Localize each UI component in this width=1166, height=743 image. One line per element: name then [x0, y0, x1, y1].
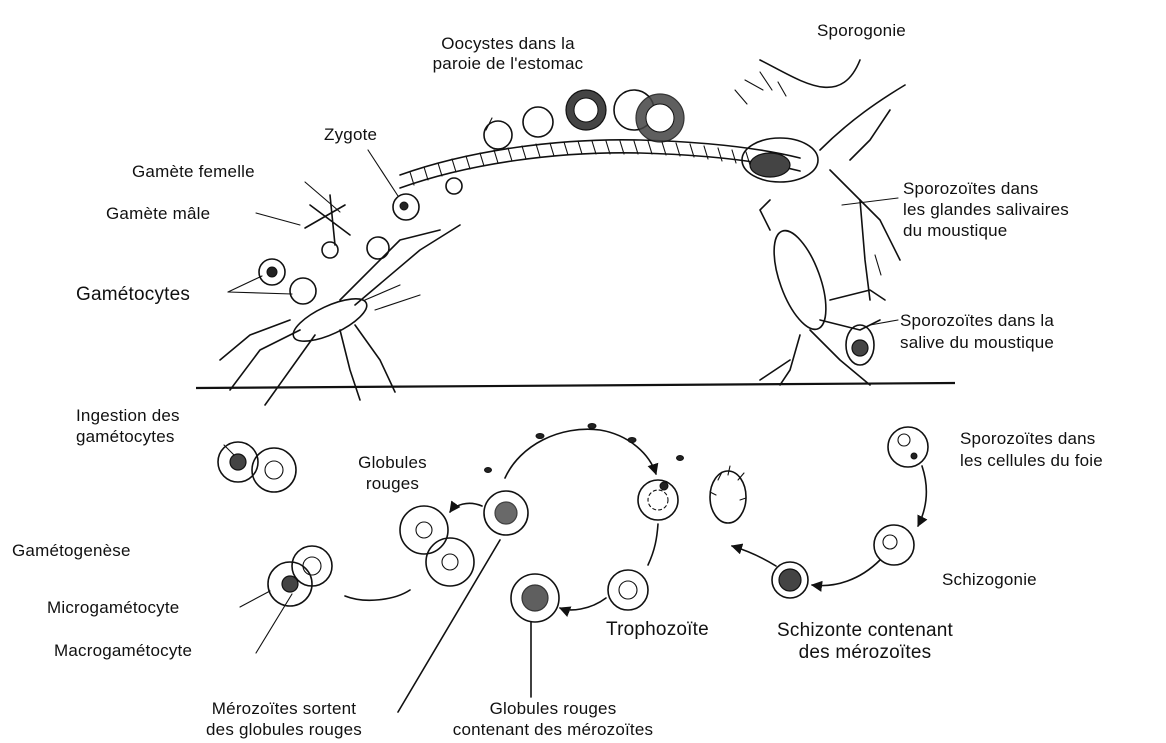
- label-sporozoites-glandes-3: du moustique: [903, 220, 1007, 241]
- label-merozoites-sortent-2: des globules rouges: [174, 719, 394, 740]
- trophozoite-cell: [608, 570, 648, 610]
- rbc-ring-stage: [638, 480, 678, 520]
- label-sporozoites-foie-1: Sporozoïtes dans: [960, 428, 1096, 449]
- label-schizonte-1: Schizonte contenant: [760, 620, 970, 641]
- label-sporozoites-glandes-2: les glandes salivaires: [903, 199, 1069, 220]
- mosquito-right: [760, 200, 885, 385]
- label-sporozoites-foie-2: les cellules du foie: [960, 450, 1103, 471]
- line-gametogenese: [345, 590, 410, 600]
- label-gametocytes: Gamétocytes: [76, 284, 190, 305]
- schizont-merozoites: [772, 562, 808, 598]
- label-oocystes-line1: Oocystes dans la: [408, 33, 608, 54]
- label-gamete-male: Gamète mâle: [106, 203, 210, 224]
- leader-merozoites-sortent: [398, 540, 500, 712]
- ground-line: [196, 383, 955, 388]
- liver-cell: [888, 427, 928, 467]
- gametocytes-mosquito: [259, 259, 316, 304]
- rbc-with-merozoites: [511, 574, 559, 622]
- arrow-schizogonie: [812, 560, 880, 586]
- label-ingestion-2: gamétocytes: [76, 426, 175, 447]
- label-zygote: Zygote: [324, 124, 377, 145]
- label-macrogametocyte: Macrogamétocyte: [54, 640, 192, 661]
- label-gamete-femelle: Gamète femelle: [132, 161, 255, 182]
- bursting-rbc: [484, 491, 528, 535]
- label-schizonte-2: des mérozoïtes: [760, 642, 970, 663]
- mosquito-left: [220, 225, 460, 405]
- gametes: [305, 195, 389, 259]
- label-trophozoite: Trophozoïte: [606, 619, 709, 640]
- label-oocystes-line2: paroie de l'estomac: [408, 53, 608, 74]
- ingested-gametocytes: [218, 442, 296, 492]
- gametocyte-pair: [268, 546, 332, 606]
- arrow-schizont-to-rbc: [732, 546, 776, 566]
- arrow-troph-to-schizont: [560, 598, 606, 610]
- arrow-to-globules: [450, 503, 482, 512]
- label-sporozoites-salive-1: Sporozoïtes dans la: [900, 310, 1054, 331]
- label-schizogonie: Schizogonie: [942, 569, 1037, 590]
- red-blood-cells: [400, 506, 474, 586]
- label-leaders-mosquito: [224, 118, 898, 455]
- mosquito-head-top: [735, 60, 905, 300]
- arrow-merozoite-reinvasion: [505, 429, 656, 478]
- label-ingestion-1: Ingestion des: [76, 405, 180, 426]
- arrow-liver-to-schizont: [918, 466, 926, 526]
- label-sporogonie: Sporogonie: [817, 20, 906, 41]
- label-sporozoites-salive-2: salive du moustique: [900, 332, 1054, 353]
- label-globules-contenant-1: Globules rouges: [428, 698, 678, 719]
- line-ring-to-troph: [648, 524, 658, 565]
- leader-macrogametocyte: [256, 594, 292, 653]
- liver-schizont: [874, 525, 914, 565]
- label-gametogenese: Gamétogenèse: [12, 540, 131, 561]
- label-globules-contenant-2: contenant des mérozoïtes: [418, 719, 688, 740]
- leader-microgametocyte: [240, 591, 270, 607]
- label-globules-1: Globules: [345, 452, 440, 473]
- free-merozoites: [485, 424, 684, 473]
- erupting-rbc: [710, 466, 746, 523]
- zygote: [393, 178, 462, 220]
- label-merozoites-sortent-1: Mérozoïtes sortent: [174, 698, 394, 719]
- label-microgametocyte: Microgamétocyte: [47, 597, 179, 618]
- label-globules-2: rouges: [345, 473, 440, 494]
- label-sporozoites-glandes-1: Sporozoïtes dans: [903, 178, 1039, 199]
